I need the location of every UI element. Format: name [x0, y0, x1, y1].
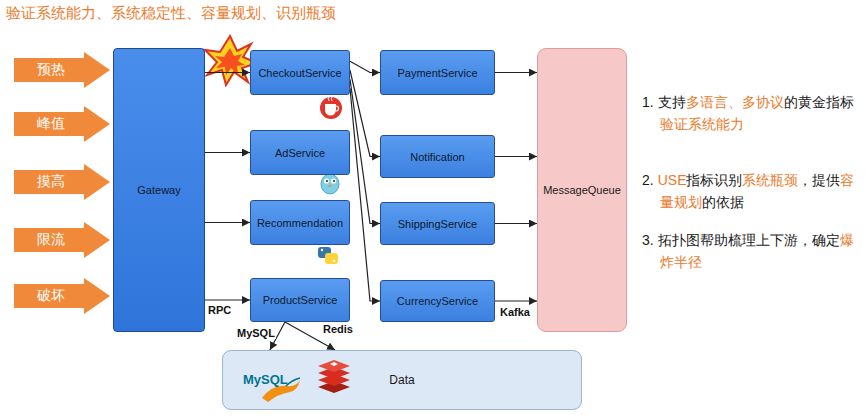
service-box: CheckoutService — [250, 50, 350, 95]
connector-arrow — [495, 156, 537, 157]
arrow-shape — [14, 222, 110, 258]
note-text: 的依据 — [702, 194, 744, 210]
node-label: Data — [389, 373, 414, 387]
connector-arrow — [495, 300, 537, 301]
redis-logo — [318, 360, 350, 393]
note-paragraph: 2.USE指标识别系统瓶颈，提供容量规划的依据 — [642, 170, 860, 213]
note-text: 3. 拓扑图帮助梳理上下游，确定 — [642, 232, 840, 248]
connector-arrow — [350, 61, 380, 72]
node-label: CheckoutService — [258, 67, 341, 79]
diagram-title: 验证系统能力、系统稳定性、容量规划、识别瓶颈 — [6, 4, 336, 23]
connector-arrow — [205, 72, 250, 73]
node-label: Notification — [410, 151, 464, 163]
arrow-shape — [14, 278, 110, 314]
arrow-shape — [14, 106, 110, 142]
python-icon — [318, 247, 338, 264]
service-box: Recommendation — [250, 200, 350, 245]
connector-arrow — [495, 72, 537, 73]
load-phase-arrow: 限流 — [14, 222, 110, 258]
data-band-fill — [222, 350, 582, 410]
node-label: ProductService — [263, 294, 338, 306]
note-text: 多语言、多协议 — [686, 94, 784, 110]
connector-arrow — [205, 152, 250, 153]
service-box: ProductService — [250, 278, 350, 322]
service-box: AdService — [250, 130, 350, 175]
node-label: MessageQueue — [543, 184, 621, 196]
edge-label: Redis — [322, 323, 354, 335]
note-text: 2. — [642, 172, 654, 188]
node-label: CurrencyService — [397, 295, 478, 307]
node-label: 摸高 — [37, 173, 87, 191]
node-label: 破坏 — [37, 287, 87, 305]
note-text: ，提供 — [798, 172, 840, 188]
note-text: 系统瓶颈 — [742, 172, 798, 188]
note-paragraph: 1. 支持多语言、多协议的黄金指标验证系统能力 — [642, 92, 860, 135]
node-label: Gateway — [137, 184, 180, 196]
go-icon — [321, 174, 339, 194]
load-phase-arrow: 破坏 — [14, 278, 110, 314]
node-label: 预热 — [37, 61, 87, 79]
connector-arrow — [205, 222, 250, 223]
note-text: 1. 支持 — [642, 94, 686, 110]
note-text: USE — [658, 172, 687, 188]
node-label: 限流 — [37, 231, 87, 249]
node-label: Recommendation — [257, 217, 343, 229]
java-icon — [320, 96, 342, 119]
service-box: PaymentService — [380, 50, 495, 95]
edge-label: MySQL — [236, 327, 276, 339]
arrow-shape — [14, 164, 110, 200]
connector-arrow — [205, 299, 250, 300]
connector-arrow — [495, 223, 537, 224]
connector-arrow — [350, 88, 380, 301]
note-text: 验证系统能力 — [660, 116, 744, 132]
logo-text: MySQL — [243, 372, 288, 387]
connector-arrow — [350, 79, 380, 223]
service-box: CurrencyService — [380, 280, 495, 322]
arrow-shape — [14, 52, 110, 88]
node-label: ShippingService — [398, 218, 478, 230]
load-phase-arrow: 预热 — [14, 52, 110, 88]
service-box: ShippingService — [380, 202, 495, 245]
node-label: 峰值 — [37, 115, 87, 133]
load-phase-arrow: 峰值 — [14, 106, 110, 142]
edge-label: Kafka — [499, 306, 531, 318]
gateway-box: Gateway — [113, 48, 205, 332]
node-label: PaymentService — [397, 67, 477, 79]
load-phase-arrow: 摸高 — [14, 164, 110, 200]
note-text: 的黄金指标 — [784, 94, 854, 110]
service-box: Notification — [380, 135, 495, 178]
note-text: 指标识别 — [686, 172, 742, 188]
edge-label: RPC — [207, 304, 232, 316]
node-label: AdService — [275, 147, 325, 159]
note-paragraph: 3. 拓扑图帮助梳理上下游，确定爆炸半径 — [642, 230, 860, 273]
queue-box: MessageQueue — [537, 48, 627, 332]
